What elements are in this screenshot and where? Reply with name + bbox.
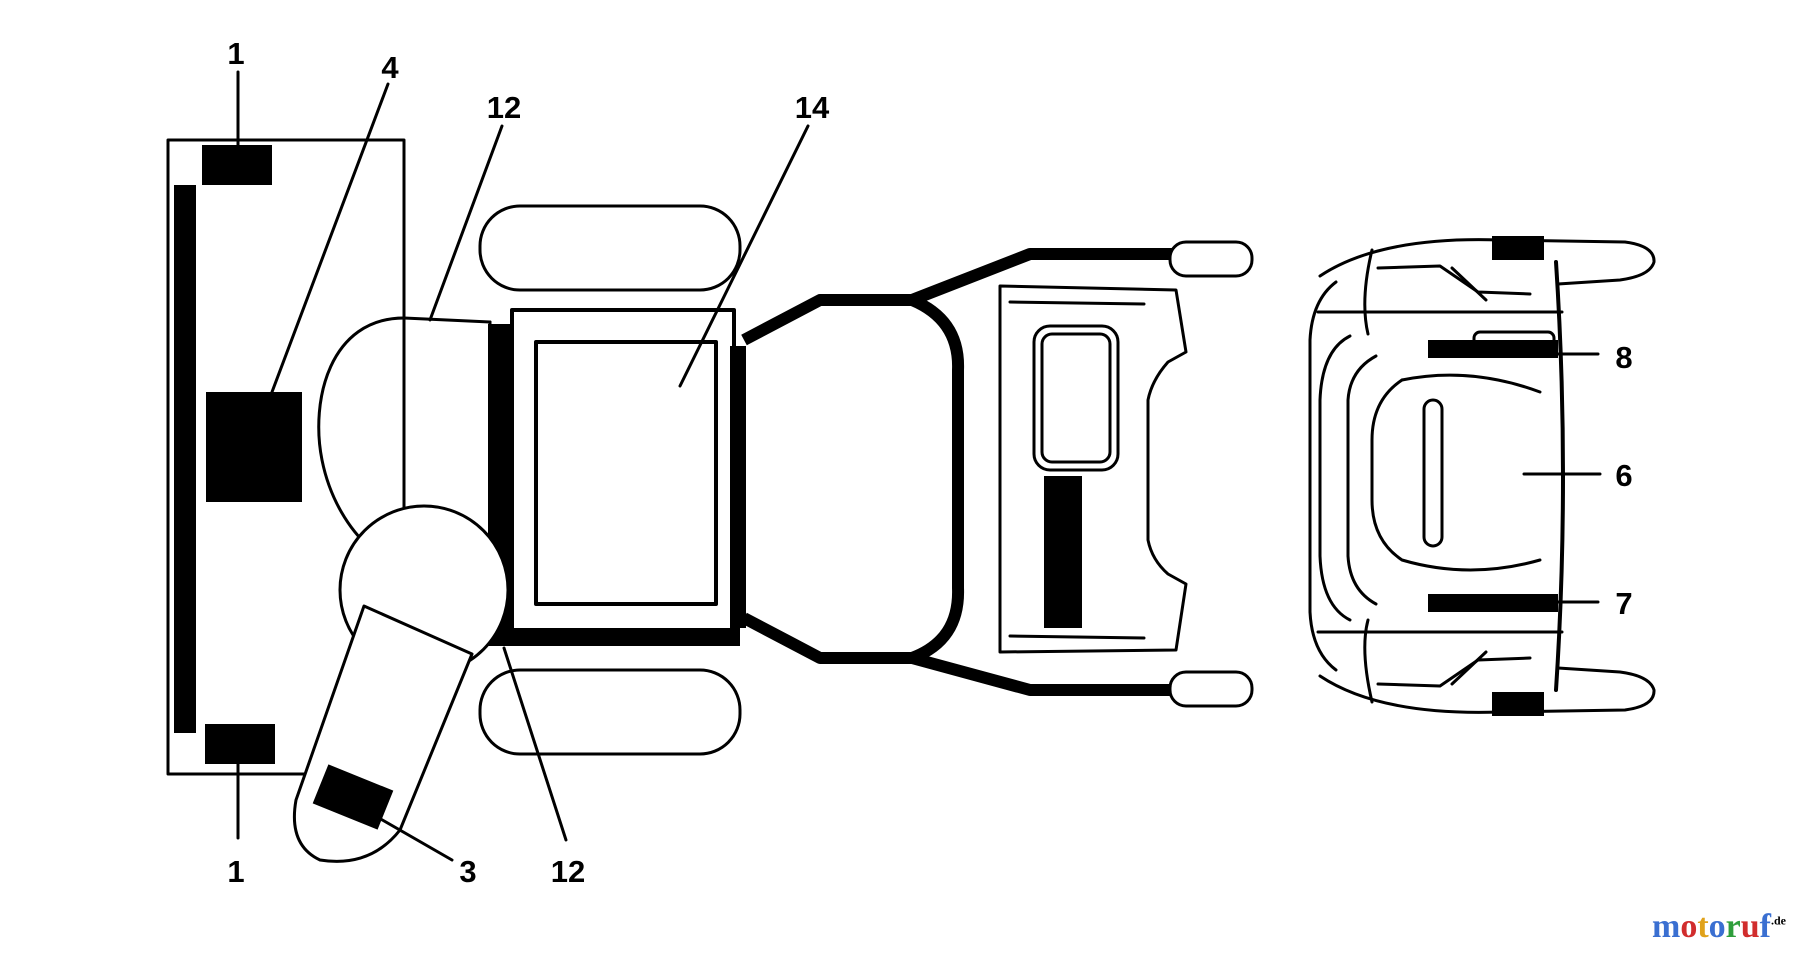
watermark-logo: motoruf.de xyxy=(1652,908,1786,946)
watermark-letter: u xyxy=(1740,908,1760,945)
scraper-bar xyxy=(174,185,196,733)
callout-labels: 1 1 4 12 14 12 3 8 6 7 xyxy=(227,36,1632,889)
callout-8: 8 xyxy=(1615,340,1632,375)
rear-view xyxy=(1308,236,1656,716)
auger-housing xyxy=(166,138,406,776)
callout-1-bottom: 1 xyxy=(227,854,244,889)
watermark-letter: m xyxy=(1652,908,1681,945)
callout-7: 7 xyxy=(1615,586,1632,621)
decal-7 xyxy=(1428,594,1558,612)
watermark-letter: f xyxy=(1759,908,1771,945)
watermark-letter: o xyxy=(1680,908,1698,945)
handle-grips xyxy=(1168,240,1254,708)
decal-8 xyxy=(1428,340,1558,358)
callout-12-top: 12 xyxy=(487,90,521,125)
callout-12-bottom: 12 xyxy=(551,854,585,889)
callout-6: 6 xyxy=(1615,458,1632,493)
decal-4 xyxy=(206,392,302,502)
watermark-suffix: .de xyxy=(1771,913,1786,928)
callout-3: 3 xyxy=(459,854,476,889)
callout-4: 4 xyxy=(381,50,399,85)
engine-shroud xyxy=(500,308,746,646)
control-panel xyxy=(998,284,1188,654)
watermark-letter: r xyxy=(1725,908,1741,945)
leader-lines xyxy=(236,70,1602,862)
watermark-brand: motoruf xyxy=(1652,908,1771,945)
discharge-chute xyxy=(292,604,474,863)
decal-1-bottom xyxy=(205,724,275,764)
callout-1-top: 1 xyxy=(227,36,244,71)
frame-tubes xyxy=(741,248,1172,696)
impeller-housing xyxy=(317,316,516,676)
track-housings xyxy=(478,204,742,756)
decal-1-top xyxy=(202,145,272,185)
watermark-letter: o xyxy=(1708,908,1726,945)
watermark-letter: t xyxy=(1697,908,1709,945)
callout-14: 14 xyxy=(795,90,830,125)
